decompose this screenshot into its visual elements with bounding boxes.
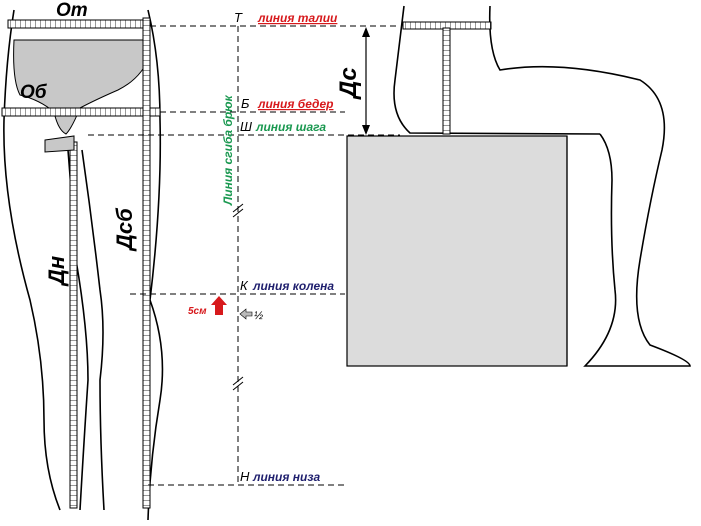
guide-lines (88, 25, 400, 486)
seat-box (346, 135, 568, 367)
point-knee: К (240, 278, 249, 293)
side-length-tape (142, 17, 151, 509)
side-length-label: Дсб (112, 207, 137, 252)
point-waist: Т (234, 10, 243, 25)
legs-figure (1, 9, 164, 521)
point-hem: Н (240, 469, 250, 484)
crotch-line-label: линия шага (255, 120, 326, 134)
point-crotch: Ш (240, 119, 252, 134)
break-marks (232, 203, 244, 391)
knee-line-label: линия колена (252, 279, 334, 293)
hip-tape (1, 107, 161, 117)
knee-offset-label: 5см (188, 306, 207, 317)
hip-line-label: линия бедер (257, 97, 333, 111)
right-leg-outline (147, 9, 164, 521)
point-hip: Б (241, 96, 250, 111)
seated-depth-tape (442, 27, 451, 135)
inseam-length-label: Дн (44, 256, 69, 287)
left-leg-outline (3, 9, 61, 511)
waist-girth-label: От (56, 0, 88, 21)
crease-line-label: Линия сгиба брюк (221, 94, 235, 206)
waist-tape (7, 19, 151, 29)
seated-figure (346, 5, 691, 367)
up-arrow-icon (211, 296, 227, 315)
half-mark-label: ½ (254, 310, 263, 322)
inseam-tape (69, 141, 78, 509)
seat-depth-label: Дс (335, 67, 362, 100)
seated-leg-outline (488, 5, 691, 367)
left-arrow-icon (239, 308, 253, 320)
right-leg-inner-outline (81, 149, 105, 511)
underwear-shape (13, 39, 151, 135)
waist-line-label: линия талии (257, 11, 338, 25)
seated-body-back (393, 5, 601, 135)
hem-line-label: линия низа (252, 470, 320, 484)
inseam-tape-tab (44, 135, 75, 153)
hip-girth-label: Об (20, 82, 48, 103)
